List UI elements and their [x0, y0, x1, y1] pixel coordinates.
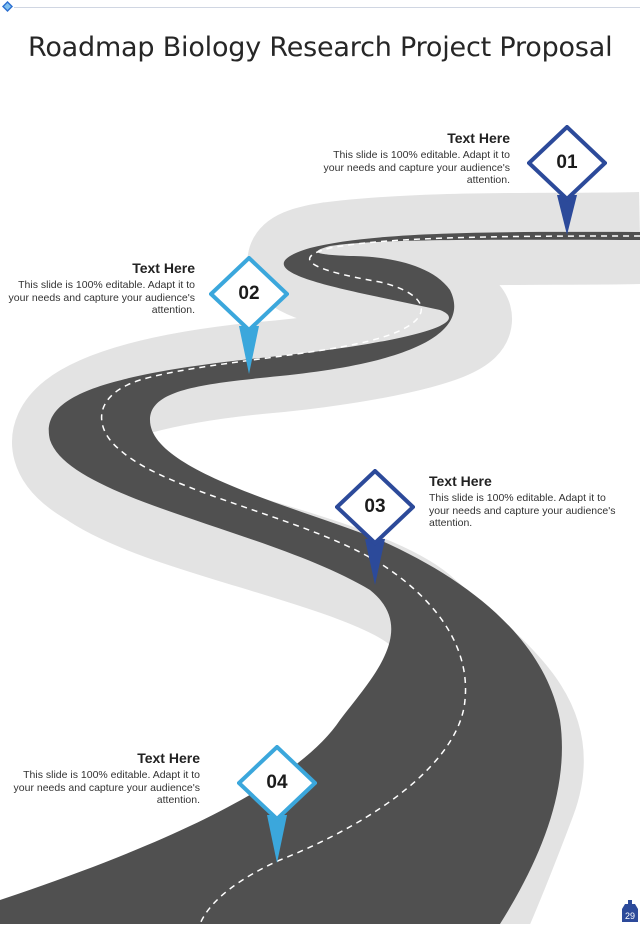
step-2-heading: Text Here [132, 260, 195, 276]
marker-02: 02 [208, 255, 290, 374]
corner-diamond-icon [2, 1, 13, 12]
page-number: 29 [624, 911, 635, 921]
step-1-heading: Text Here [447, 130, 510, 146]
marker-01-number: 01 [556, 152, 578, 173]
marker-03-number: 03 [364, 496, 386, 517]
step-1-body: This slide is 100% editable. Adapt it to… [323, 149, 510, 186]
page-number-badge: 29 [622, 900, 638, 922]
map-pin-icon [236, 744, 318, 863]
top-rule [14, 7, 640, 8]
map-pin-icon [526, 124, 608, 235]
page-title: Roadmap Biology Research Project Proposa… [28, 32, 613, 63]
map-pin-icon [208, 255, 290, 374]
step-4-heading: Text Here [137, 750, 200, 766]
step-2-body: This slide is 100% editable. Adapt it to… [8, 279, 195, 316]
step-4-body: This slide is 100% editable. Adapt it to… [13, 769, 200, 806]
marker-04: 04 [236, 744, 318, 863]
step-2-text: Text Here This slide is 100% editable. A… [0, 260, 195, 317]
step-1-text: Text Here This slide is 100% editable. A… [310, 130, 510, 187]
page-badge-icon [622, 900, 638, 922]
marker-03: 03 [334, 468, 416, 585]
map-pin-icon [334, 468, 416, 585]
marker-04-number: 04 [266, 772, 288, 793]
step-3-body: This slide is 100% editable. Adapt it to… [429, 492, 616, 529]
step-3-heading: Text Here [429, 473, 492, 489]
marker-02-number: 02 [238, 283, 260, 304]
step-4-text: Text Here This slide is 100% editable. A… [0, 750, 200, 807]
marker-01: 01 [526, 124, 608, 235]
step-3-text: Text Here This slide is 100% editable. A… [429, 473, 619, 530]
